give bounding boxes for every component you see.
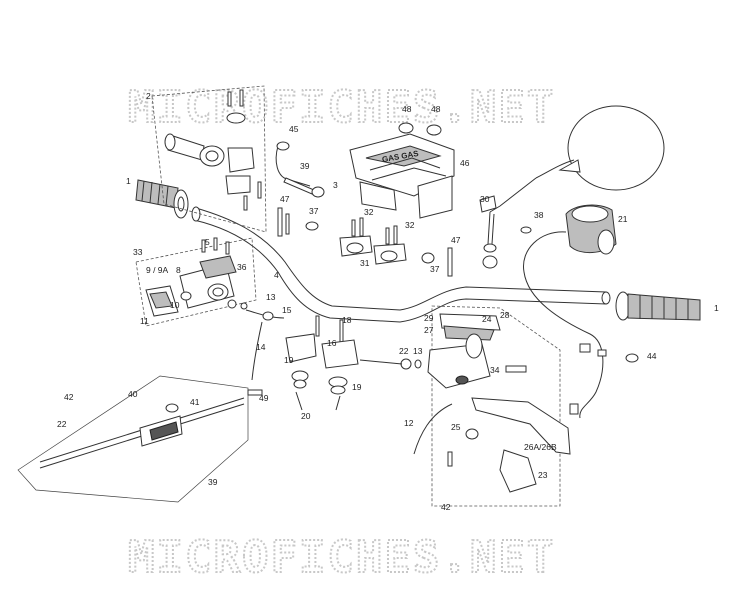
callout-21: 21	[618, 214, 628, 224]
callout-49: 49	[259, 393, 269, 403]
callout-32-a: 32	[364, 207, 374, 217]
callout-24: 24	[482, 314, 492, 324]
callout-39-top: 39	[300, 161, 310, 171]
callout-48-b: 48	[431, 104, 441, 114]
callout-20: 20	[301, 411, 311, 421]
callout-13-right: 13	[413, 346, 423, 356]
watermark-bottom: MICROFICHES.NET	[128, 532, 555, 583]
callout-33: 33	[133, 247, 143, 257]
callout-39-bottom: 39	[208, 477, 218, 487]
callout-12: 12	[404, 418, 414, 428]
bar-risers	[339, 217, 453, 277]
bar-clamps	[285, 315, 359, 411]
callout-26: 26A/26B	[524, 442, 557, 452]
callout-27: 27	[424, 325, 434, 335]
callout-22-left: 22	[57, 419, 67, 429]
mirror	[479, 105, 665, 269]
callout-8: 8	[176, 265, 181, 275]
master-cylinder	[359, 305, 571, 507]
callout-42-left: 42	[64, 392, 74, 402]
callout-9-9a: 9 / 9A	[146, 265, 169, 275]
callout-44: 44	[647, 351, 657, 361]
callout-19-right: 19	[352, 382, 362, 392]
callout-23: 23	[538, 470, 548, 480]
callout-19-left: 19	[284, 355, 294, 365]
right-grip	[615, 291, 701, 321]
callout-47-right: 47	[451, 235, 461, 245]
callout-46: 46	[460, 158, 470, 168]
callout-40: 40	[128, 389, 138, 399]
callout-13-left: 13	[266, 292, 276, 302]
callout-10: 10	[170, 300, 180, 310]
left-cable	[245, 309, 285, 381]
clamps-48	[398, 122, 442, 136]
crossbar-pad: GAS GAS	[349, 133, 455, 219]
callout-15: 15	[282, 305, 292, 315]
callout-2: 2	[146, 91, 151, 101]
left-control-group	[135, 237, 257, 327]
callout-47-left: 47	[280, 194, 290, 204]
cable-parts-top	[275, 141, 325, 237]
throttle-cable-box	[17, 375, 263, 503]
watermark-top: MICROFICHES.NET	[128, 82, 555, 133]
callout-18: 18	[342, 315, 352, 325]
throttle-assembly-box	[151, 85, 267, 233]
callout-48-a: 48	[402, 104, 412, 114]
callout-37-right: 37	[430, 264, 440, 274]
callout-28: 28	[500, 310, 510, 320]
left-grip	[135, 179, 189, 219]
callout-11: 11	[140, 316, 149, 326]
callout-1-left: 1	[126, 176, 131, 186]
callout-25: 25	[451, 422, 461, 432]
callout-42-bottom: 42	[441, 502, 451, 512]
callout-29: 29	[424, 313, 434, 323]
callout-4: 4	[274, 270, 279, 280]
callout-30: 30	[480, 194, 490, 204]
callout-38: 38	[534, 210, 544, 220]
callout-36: 36	[237, 262, 247, 272]
callout-22-right: 22	[399, 346, 409, 356]
callout-45: 45	[289, 124, 299, 134]
kill-switch	[520, 204, 639, 419]
callout-41: 41	[190, 397, 200, 407]
handlebar	[191, 206, 611, 323]
callout-37-left: 37	[309, 206, 319, 216]
callout-16: 16	[327, 338, 337, 348]
callout-32-b: 32	[405, 220, 415, 230]
callout-34: 34	[490, 365, 500, 375]
callout-3: 3	[333, 180, 338, 190]
callout-14: 14	[256, 342, 266, 352]
callout-1-right: 1	[714, 303, 719, 313]
callout-5: 5	[205, 237, 210, 247]
callout-31: 31	[360, 258, 370, 268]
